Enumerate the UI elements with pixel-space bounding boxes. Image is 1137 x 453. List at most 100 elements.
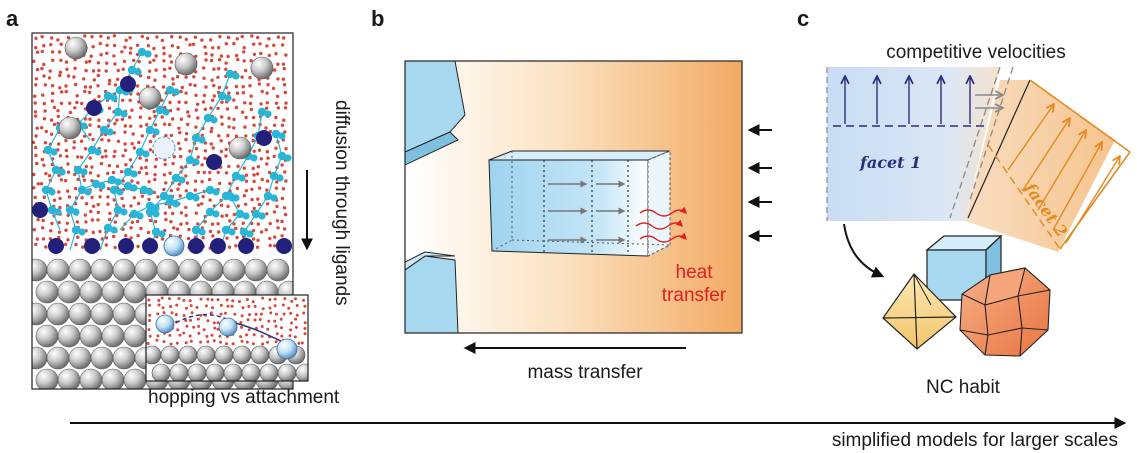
ligand-bead — [165, 85, 175, 95]
inset-dot — [174, 313, 178, 316]
inset-dot — [247, 328, 251, 332]
inset-dot — [182, 331, 186, 335]
panel-a — [32, 33, 293, 389]
inset-dot — [148, 303, 152, 307]
ligand-bead — [41, 185, 51, 195]
inset-dot — [226, 304, 230, 308]
inset-dot — [206, 297, 210, 301]
ligand-bead — [191, 225, 201, 235]
ligand-dot — [73, 66, 77, 71]
inset-dot — [224, 311, 227, 315]
lattice-atom — [101, 324, 125, 348]
hopping-atom-2 — [218, 317, 238, 337]
ligand-dot — [113, 62, 117, 66]
ligand-dot — [252, 42, 256, 46]
ligand-dot — [80, 196, 84, 200]
ligand-dot — [32, 172, 36, 177]
ligand-dot — [252, 173, 256, 177]
ligand-dot — [284, 147, 288, 151]
inset-dot — [169, 342, 173, 346]
inset-dot — [289, 328, 293, 332]
ligand-dot — [107, 138, 111, 143]
ligand-dot — [168, 100, 172, 105]
ligand-dot — [147, 180, 151, 184]
ligand-dot — [153, 123, 158, 127]
ligand-dot — [256, 165, 261, 169]
ligand-dot — [115, 164, 120, 168]
inset-dot — [240, 325, 243, 329]
ligand-dot — [144, 158, 149, 162]
ligand-dot — [268, 243, 272, 248]
ligand-dot — [40, 35, 44, 39]
ligand-dot — [91, 230, 96, 235]
ligand-dot — [43, 109, 47, 113]
ligand-bead — [98, 182, 106, 190]
lattice-atom — [35, 324, 59, 348]
ligand-dot — [42, 44, 46, 48]
ligand-dot — [116, 139, 121, 143]
ligand-bead — [144, 50, 152, 58]
ligand-dot — [203, 149, 208, 153]
ligand-dot — [234, 84, 239, 89]
ligand-dot — [36, 217, 40, 222]
ligand-bead — [71, 225, 81, 235]
ligand-dot — [146, 230, 151, 235]
inset-lattice-atom — [214, 345, 234, 365]
ligand-bead — [80, 168, 88, 176]
inset-dot — [202, 328, 206, 332]
ligand-dot — [274, 115, 278, 120]
panel-b: heat transfer — [405, 61, 742, 333]
anchor-atom — [48, 238, 64, 254]
ligand-dot — [136, 92, 140, 96]
inset-dot — [185, 306, 188, 310]
ligand-dot — [178, 35, 182, 39]
ligand-dot — [50, 221, 54, 226]
ligand-dot — [259, 230, 264, 234]
inset-dot — [178, 333, 182, 337]
ligand-dot — [280, 219, 284, 224]
ligand-dot — [244, 173, 249, 177]
anchor-atom — [238, 238, 254, 254]
ligand-dot — [84, 60, 89, 64]
ligand-dot — [203, 107, 207, 112]
lattice-atom — [244, 258, 268, 282]
ligand-bead — [171, 173, 181, 183]
ligand-bead — [212, 188, 220, 196]
ligand-dot — [224, 147, 228, 152]
ligand-dot — [146, 44, 151, 48]
ligand-dot — [124, 234, 128, 238]
ligand-dot — [232, 117, 236, 122]
ligand-dot — [138, 156, 142, 160]
ligand-dot — [282, 118, 286, 122]
ligand-bead — [54, 208, 62, 216]
ligand-dot — [96, 73, 101, 78]
ligand-dot — [219, 139, 223, 143]
ligand-dot — [50, 84, 55, 88]
ligand-dot — [180, 85, 184, 90]
ligand-dot — [280, 196, 285, 201]
facet-diagram: facet 1 facet 2 — [826, 66, 1131, 252]
ligand-dot — [96, 202, 100, 207]
ligand-dot — [275, 219, 280, 223]
inset-dot — [147, 298, 151, 302]
hopping-atom-1 — [155, 314, 175, 334]
lattice-atom — [101, 368, 125, 389]
ligand-dot — [155, 35, 159, 39]
ligand-dot — [96, 218, 100, 222]
ligand-dot — [242, 166, 246, 170]
ligand-dot — [123, 45, 127, 49]
ligand-dot — [274, 186, 279, 190]
ligand-dot — [235, 53, 239, 58]
ligand-dot — [66, 35, 71, 40]
ligand-dot — [275, 94, 280, 99]
ligand-dot — [76, 155, 80, 159]
ligand-dot — [98, 41, 103, 46]
lattice-atom — [32, 258, 48, 282]
ligand-dot — [128, 51, 133, 55]
ligand-dot — [84, 220, 88, 224]
ligand-dot — [235, 37, 239, 41]
ligand-dot — [33, 110, 38, 114]
ligand-dot — [88, 59, 92, 64]
inset-dot — [293, 335, 297, 339]
inset-dot — [197, 324, 201, 328]
